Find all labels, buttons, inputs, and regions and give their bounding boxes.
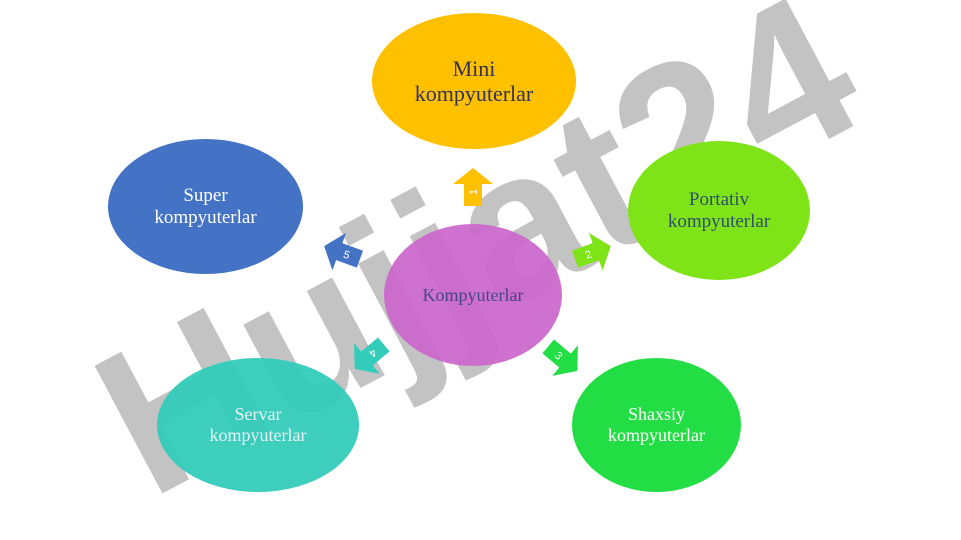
node-servar-kompyuterlar: Servar kompyuterlar [157,358,359,492]
node-mini-kompyuterlar: Mini kompyuterlar [372,13,576,149]
node-super-label: Super kompyuterlar [154,184,257,228]
node-shaxsiy-label: Shaxsiy kompyuterlar [608,404,705,445]
arrow-2-number: 2 [584,249,594,262]
arrow-1-number: 1 [468,189,480,195]
node-mini-label: Mini kompyuterlar [414,55,534,106]
arrow-2: 2 [572,232,611,271]
arrow-5-number: 5 [341,249,351,262]
node-super-kompyuterlar: Super kompyuterlar [108,139,303,274]
arrow-1: 1 [453,168,493,206]
center-label: Kompyuterlar [422,284,524,305]
node-servar-label: Servar kompyuterlar [209,404,307,445]
arrow-4: 4 [354,337,390,374]
arrow-3: 3 [542,339,578,376]
node-shaxsiy-kompyuterlar: Shaxsiy kompyuterlar [572,358,741,492]
node-portativ-label: Portativ kompyuterlar [667,188,771,232]
node-portativ-kompyuterlar: Portativ kompyuterlar [628,141,810,280]
node-center-kompyuterlar: Kompyuterlar [384,224,562,366]
arrow-5: 5 [324,232,363,271]
